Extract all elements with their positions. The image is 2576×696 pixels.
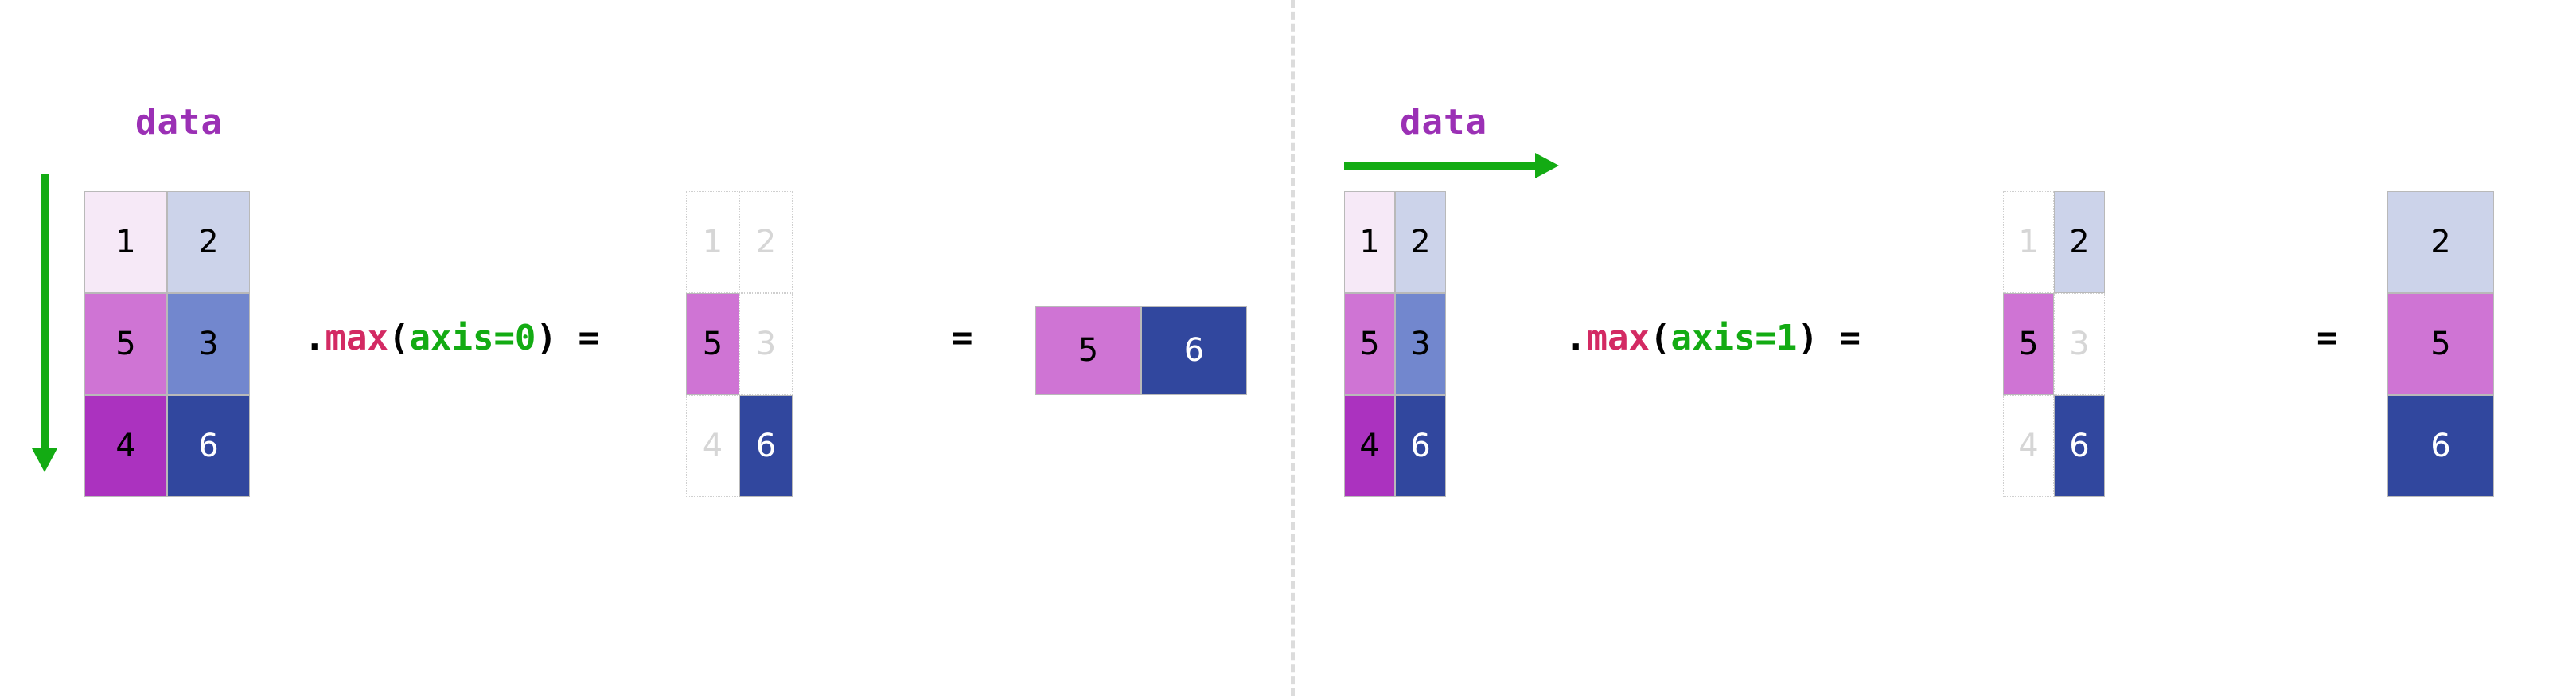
matrix-cell-ghost: 3	[2054, 293, 2105, 395]
matrix-cell: 5	[1344, 293, 1395, 395]
matrix-cell: 5	[686, 293, 739, 395]
expr-close-paren: )	[1797, 318, 1818, 358]
matrix-cell-ghost: 3	[739, 293, 793, 395]
axis-1-arrow	[1344, 150, 1559, 182]
matrix-cell: 6	[2387, 395, 2494, 497]
matrix-cell: 3	[1395, 293, 1446, 395]
matrix-cell-ghost: 4	[2003, 395, 2054, 497]
matrix-cell: 1	[1344, 191, 1395, 293]
matrix-cell: 5	[84, 293, 167, 395]
arrow-shaft	[1344, 162, 1535, 170]
expr-open-paren: (	[388, 318, 410, 358]
expr-equals: =	[1839, 318, 1861, 358]
data-label: data	[135, 102, 223, 143]
panel-divider	[1291, 0, 1295, 696]
matrix-cell: 6	[2054, 395, 2105, 497]
matrix-cell: 5	[2387, 293, 2494, 395]
expr-kwarg: axis=0	[409, 318, 536, 358]
data-label: data	[1400, 102, 1487, 143]
matrix-cell: 2	[167, 191, 250, 293]
expression-axis-0: .max(axis=0) =	[304, 318, 599, 358]
equals-sign-2: =	[952, 318, 973, 358]
expr-close-paren: )	[536, 318, 557, 358]
matrix-cell: 5	[1035, 306, 1141, 395]
expr-open-paren: (	[1649, 318, 1671, 358]
matrix-cell: 2	[1395, 191, 1446, 293]
matrix-cell: 6	[739, 395, 793, 497]
matrix-cell: 1	[84, 191, 167, 293]
matrix-cell-ghost: 1	[2003, 191, 2054, 293]
equals-sign-2: =	[2317, 318, 2338, 358]
arrow-head	[32, 448, 57, 472]
matrix-cell: 4	[1344, 395, 1395, 497]
matrix-cell-ghost: 2	[739, 191, 793, 293]
matrix-cell: 2	[2387, 191, 2494, 293]
matrix-cell: 2	[2054, 191, 2105, 293]
matrix-cell: 6	[167, 395, 250, 497]
matrix-cell-ghost: 4	[686, 395, 739, 497]
expr-dot: .	[1565, 318, 1587, 358]
arrow-shaft	[41, 174, 49, 448]
expr-kwarg: axis=1	[1670, 318, 1798, 358]
matrix-cell: 6	[1395, 395, 1446, 497]
expr-function: max	[325, 318, 388, 358]
matrix-cell: 4	[84, 395, 167, 497]
matrix-cell-ghost: 1	[686, 191, 739, 293]
expression-axis-1: .max(axis=1) =	[1565, 318, 1861, 358]
arrow-head	[1535, 153, 1559, 178]
expr-dot: .	[304, 318, 325, 358]
matrix-cell: 5	[2003, 293, 2054, 395]
expr-function: max	[1586, 318, 1650, 358]
expr-equals: =	[578, 318, 599, 358]
matrix-cell: 3	[167, 293, 250, 395]
matrix-cell: 6	[1141, 306, 1247, 395]
